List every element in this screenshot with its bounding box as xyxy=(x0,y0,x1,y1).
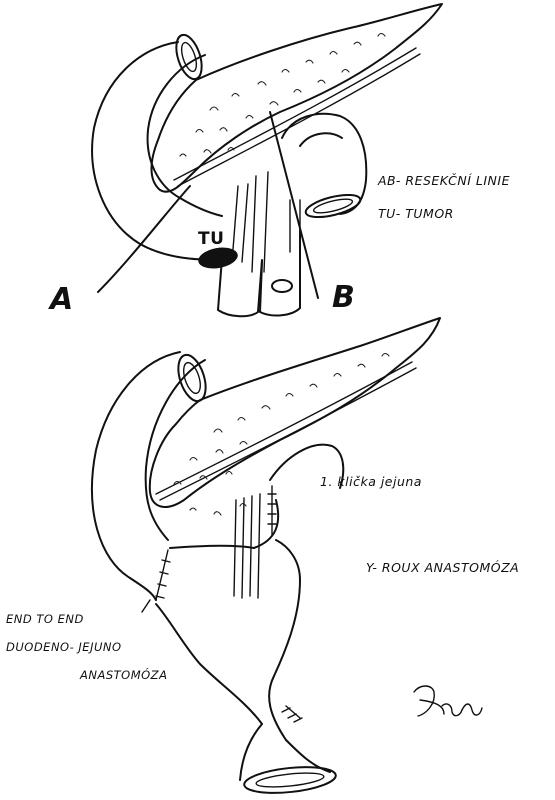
resection-line-b xyxy=(269,111,319,299)
lower-bowel xyxy=(217,257,263,318)
anastomosis-label-line-2: DUODENO- JEJUNO xyxy=(6,640,122,654)
legend-tumor: TU- TUMOR xyxy=(378,206,454,221)
pancreatic-duct-2 xyxy=(177,53,421,187)
remnant-duodenum-inner xyxy=(144,359,206,541)
remnant-pancreatic-duct-2 xyxy=(159,367,417,501)
remnant-pancreas-texture xyxy=(173,352,390,516)
mesenteric-vessel-1 xyxy=(231,183,249,263)
first-jejunal-loop-sutures xyxy=(267,485,277,537)
pancreatic-duct xyxy=(173,47,417,181)
roux-anastomosis-label: Y- ROUX ANASTOMÓZA xyxy=(366,560,520,575)
jejunum-loop-inner xyxy=(299,132,343,147)
tumor xyxy=(198,247,238,269)
annotation-pointer xyxy=(141,599,151,613)
duodenum-lumen-inner xyxy=(180,41,198,73)
legend-resection-line: AB- RESEKČNÍ LINIE xyxy=(378,173,510,188)
signature xyxy=(413,685,483,717)
outflow-cut-end xyxy=(243,766,337,794)
point-b-label: B xyxy=(332,280,356,315)
vessel-cut-end xyxy=(271,279,293,293)
remnant-duodenum-lumen-inner xyxy=(183,361,201,395)
pancreas-texture xyxy=(179,32,386,157)
mesenteric-vessel-2 xyxy=(251,171,269,273)
jejunal-limb-outline xyxy=(169,499,301,741)
top-figure xyxy=(91,3,443,318)
anastomosis-label-line-1: END TO END xyxy=(6,612,84,626)
resection-line-a xyxy=(97,185,191,293)
outflow-cut-end-inner xyxy=(255,772,325,788)
duodenum-lumen xyxy=(175,33,203,81)
anastomosis-label-line-3: ANASTOMÓZA xyxy=(80,668,168,682)
duodenum-inner-outline xyxy=(146,54,223,217)
remnant-pancreatic-duct xyxy=(155,361,413,495)
jejunum-loop-label: 1. klička jejuna xyxy=(320,474,422,489)
duodenum-outline xyxy=(91,41,229,261)
tumor-label: TU xyxy=(198,229,225,249)
portal-vein xyxy=(259,229,301,317)
bottom-figure xyxy=(90,317,441,794)
point-a-label: A xyxy=(50,282,74,317)
remnant-vessel-1 xyxy=(233,497,245,599)
pancreas-outline xyxy=(150,3,443,193)
jejunal-limb-left xyxy=(155,603,263,725)
duodeno-jejuno-sutures xyxy=(155,549,171,601)
remnant-duodenum-outline xyxy=(90,351,181,601)
jejunum-cut-end-inner xyxy=(312,198,354,214)
outflow-limb xyxy=(239,723,331,781)
jejunum-cut-end xyxy=(304,193,362,219)
mesenteric-vessel-3 xyxy=(289,199,301,253)
roux-sutures xyxy=(281,705,303,723)
first-jejunal-loop xyxy=(269,443,345,489)
